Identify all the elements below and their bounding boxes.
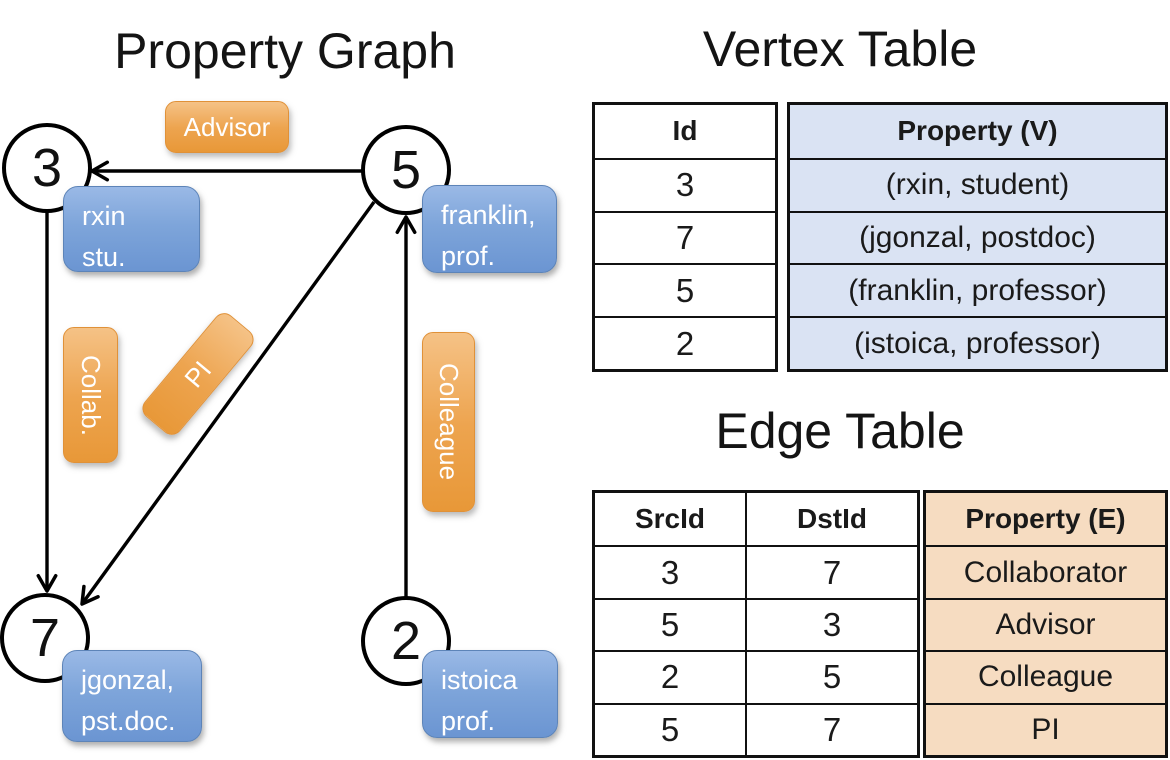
vertex-table-id-cell: 2: [595, 316, 775, 369]
edge-table-property-column: Property (E) Collaborator Advisor Collea…: [923, 490, 1168, 758]
vertex-table-header-property: Property (V): [790, 105, 1165, 158]
vertex-table-id-cell: 5: [595, 263, 775, 316]
edge-table-src-cell: 5: [595, 702, 745, 755]
edge-table-title: Edge Table: [715, 403, 965, 459]
edge-table-property-cell: Advisor: [926, 597, 1165, 651]
edge-table-id-columns: SrcId DstId 3 7 5 3 2 5 5 7: [592, 490, 920, 758]
vertex-property-line: franklin,: [441, 200, 536, 230]
edge-table-property-cell: Colleague: [926, 650, 1165, 703]
edge-label-text: Advisor: [183, 111, 271, 142]
property-graph-panel: Property Graph 3 5 7 2 rxin stu. frankli…: [0, 23, 558, 742]
edge-table-src-cell: 2: [595, 650, 745, 702]
edge-table-property-cell: PI: [926, 702, 1165, 755]
graph-node-5: 5: [361, 125, 451, 215]
edge-label-collab: Collab.: [63, 327, 118, 463]
edge-table-property-cell: Collaborator: [926, 545, 1165, 598]
edge-table-dst-cell: 7: [745, 702, 917, 755]
vertex-table-property-cell: (franklin, professor): [790, 263, 1165, 317]
vertex-table-id-cell: 7: [595, 210, 775, 264]
vertex-table-property-cell: (rxin, student): [790, 157, 1165, 211]
edge-table-header-dstid: DstId: [745, 493, 917, 546]
vertex-property-line: prof.: [441, 240, 496, 271]
vertex-property-line: prof.: [441, 705, 496, 736]
node-id-label: 2: [390, 611, 422, 671]
edge-table-dst-cell: 7: [745, 545, 917, 598]
edge-table-dst-cell: 3: [745, 597, 917, 651]
vertex-property-box-rxin: rxin stu.: [63, 186, 200, 272]
vertex-table-id-cell: 3: [595, 157, 775, 211]
edge-label-pi: PI: [137, 308, 259, 440]
vertex-table-id-column: Id 3 7 5 2: [592, 102, 778, 372]
graph-node-3: 3: [2, 123, 92, 213]
edge-table-dst-cell: 5: [745, 650, 917, 703]
vertex-property-line: stu.: [82, 241, 126, 272]
edge-table-header-property: Property (E): [926, 493, 1165, 546]
vertex-property-line: rxin: [82, 201, 126, 231]
vertex-property-line: istoica: [441, 665, 518, 695]
edge-label-advisor: Advisor: [165, 101, 289, 153]
edge-label-text: PI: [178, 354, 218, 393]
vertex-property-box-franklin: franklin, prof.: [422, 185, 557, 273]
vertex-property-box-jgonzal: jgonzal, pst.doc.: [62, 650, 202, 742]
vertex-table-property-cell: (jgonzal, postdoc): [790, 210, 1165, 264]
vertex-table-property-cell: (istoica, professor): [790, 316, 1165, 369]
node-id-label: 5: [390, 140, 422, 200]
edge-label-colleague: Colleague: [422, 332, 475, 512]
edge-table-header-srcid: SrcId: [634, 503, 706, 535]
vertex-table-title: Vertex Table: [702, 21, 978, 77]
node-id-label: 7: [29, 608, 61, 668]
vertex-property-box-istoica: istoica prof.: [422, 650, 558, 738]
edge-label-text: Collab.: [76, 354, 106, 436]
node-id-label: 3: [31, 138, 63, 198]
edge-table-src-cell: 3: [595, 545, 745, 597]
vertex-property-line: jgonzal,: [81, 665, 175, 695]
edge-label-text: Colleague: [434, 363, 464, 481]
vertex-property-line: pst.doc.: [81, 705, 176, 736]
vertex-table-property-column: Property (V) (rxin, student) (jgonzal, p…: [787, 102, 1168, 372]
property-graph-title: Property Graph: [114, 23, 456, 79]
edge-table-src-cell: 5: [595, 597, 745, 650]
vertex-table-header-id: Id: [672, 115, 698, 147]
